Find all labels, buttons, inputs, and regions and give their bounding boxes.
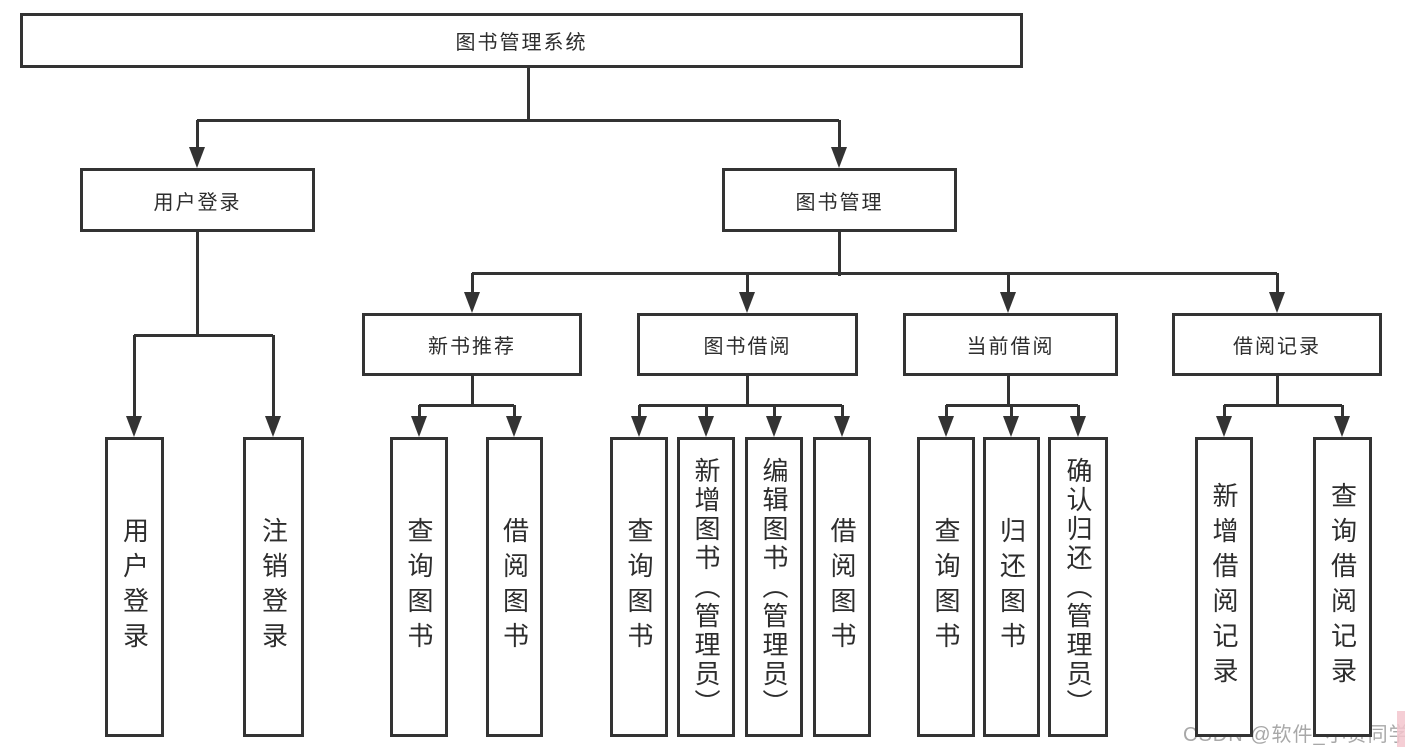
node-label: 借阅记录	[1233, 336, 1321, 358]
connector-line	[472, 271, 1277, 275]
node-leaf-query-books-borrow: 查询图书	[610, 437, 668, 737]
arrow-stem	[417, 405, 421, 419]
arrowhead-down-icon	[1070, 416, 1086, 437]
node-book-borrowing: 图书借阅	[637, 313, 858, 376]
node-book-management: 图书管理	[722, 168, 957, 232]
arrow-stem	[837, 120, 841, 150]
arrow-stem	[745, 273, 749, 295]
node-leaf-return-books: 归还图书	[983, 437, 1040, 737]
connector-line	[134, 333, 273, 337]
arrowhead-down-icon	[1334, 416, 1350, 437]
node-leaf-edit-books-admin: 编辑图书（管理员）	[745, 437, 803, 737]
arrowhead-down-icon	[411, 416, 427, 437]
arrow-stem	[1076, 405, 1080, 419]
node-leaf-logout: 注销登录	[243, 437, 304, 737]
arrowhead-down-icon	[464, 292, 480, 313]
connector-line	[745, 376, 749, 407]
arrowhead-down-icon	[1003, 416, 1019, 437]
node-label: 图书管理	[795, 191, 884, 214]
connector-line	[526, 68, 530, 122]
node-label: 用户登录	[153, 191, 242, 214]
arrow-stem	[1009, 405, 1013, 419]
node-label: 确认归还（管理员）	[1063, 456, 1093, 718]
connector-line	[837, 232, 841, 276]
connector-line	[470, 376, 474, 407]
arrow-stem	[1222, 405, 1226, 419]
arrowhead-down-icon	[631, 416, 647, 437]
arrowhead-down-icon	[739, 292, 755, 313]
node-library-system: 图书管理系统	[20, 13, 1023, 68]
arrow-stem	[840, 405, 844, 419]
watermark-accent-strip	[1397, 711, 1405, 747]
node-label: 用户登录	[119, 517, 150, 657]
node-leaf-confirm-return-admin: 确认归还（管理员）	[1048, 437, 1108, 737]
node-label: 借阅图书	[827, 517, 857, 657]
arrowhead-down-icon	[1000, 292, 1016, 313]
arrow-stem	[1275, 273, 1279, 295]
arrowhead-down-icon	[1269, 292, 1285, 313]
arrowhead-down-icon	[1216, 416, 1232, 437]
arrow-stem	[470, 273, 474, 295]
node-label: 借阅图书	[499, 517, 530, 657]
connector-line	[419, 403, 514, 407]
node-label: 注销登录	[258, 517, 289, 657]
node-leaf-user-login: 用户登录	[105, 437, 164, 737]
connector-line	[195, 232, 199, 337]
arrowhead-down-icon	[766, 416, 782, 437]
arrow-stem	[637, 405, 641, 419]
node-label: 编辑图书（管理员）	[759, 456, 789, 718]
connector-line	[1006, 376, 1010, 407]
node-label: 新书推荐	[428, 336, 516, 358]
arrowhead-down-icon	[126, 416, 142, 437]
arrowhead-down-icon	[189, 147, 205, 168]
arrow-stem	[132, 335, 136, 419]
node-leaf-add-books-admin: 新增图书（管理员）	[677, 437, 735, 737]
arrow-stem	[271, 335, 275, 419]
node-label: 归还图书	[996, 517, 1027, 657]
arrowhead-down-icon	[698, 416, 714, 437]
arrowhead-down-icon	[938, 416, 954, 437]
arrow-stem	[512, 405, 516, 419]
node-label: 图书借阅	[703, 336, 792, 358]
connector-line	[197, 118, 839, 122]
node-leaf-borrow-books-borrow: 借阅图书	[813, 437, 871, 737]
node-label: 当前借阅	[966, 336, 1055, 358]
connector-line	[639, 403, 842, 407]
node-label: 新增借阅记录	[1209, 482, 1239, 692]
node-label: 图书管理系统	[455, 32, 588, 54]
node-label: 查询图书	[624, 517, 654, 657]
node-label: 查询借阅记录	[1327, 482, 1358, 692]
node-leaf-query-books-current: 查询图书	[917, 437, 975, 737]
node-new-book-recommendation: 新书推荐	[362, 313, 582, 376]
node-current-borrowing: 当前借阅	[903, 313, 1118, 376]
arrowhead-down-icon	[506, 416, 522, 437]
arrowhead-down-icon	[831, 147, 847, 168]
arrow-stem	[1006, 273, 1010, 295]
arrow-stem	[195, 120, 199, 150]
node-leaf-query-borrow-record: 查询借阅记录	[1313, 437, 1372, 737]
arrow-stem	[944, 405, 948, 419]
node-leaf-borrow-books-rec: 借阅图书	[486, 437, 543, 737]
connector-line	[1224, 403, 1342, 407]
node-borrowing-records: 借阅记录	[1172, 313, 1382, 376]
arrowhead-down-icon	[265, 416, 281, 437]
arrow-stem	[1340, 405, 1344, 419]
node-label: 查询图书	[404, 517, 434, 657]
arrow-stem	[704, 405, 708, 419]
arrow-stem	[772, 405, 776, 419]
node-user-login: 用户登录	[80, 168, 315, 232]
node-label: 查询图书	[931, 517, 961, 657]
node-leaf-query-books-rec: 查询图书	[390, 437, 448, 737]
arrowhead-down-icon	[834, 416, 850, 437]
node-label: 新增图书（管理员）	[691, 456, 721, 718]
node-leaf-add-borrow-record: 新增借阅记录	[1195, 437, 1253, 737]
connector-line	[1275, 376, 1279, 407]
